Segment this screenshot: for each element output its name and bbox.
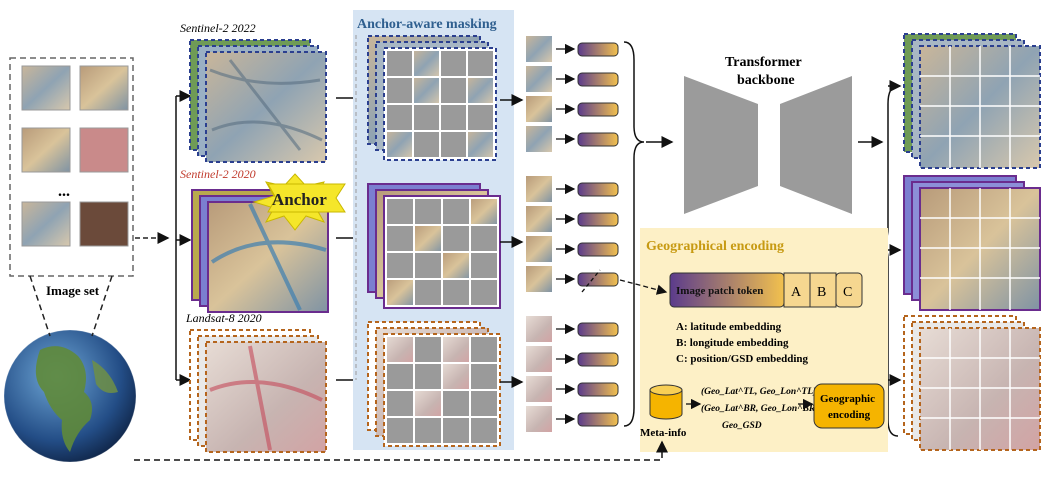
sentinel-2022-label: Sentinel-2 2022 (180, 21, 256, 35)
output-2022 (903, 33, 1041, 169)
token-b-label: B (817, 285, 826, 300)
earth-globe-icon (3, 329, 137, 463)
token-a-label: A (791, 285, 802, 300)
output-landsat (903, 315, 1041, 451)
anchor-label: Anchor (272, 190, 327, 209)
geographic-encoding-box (813, 383, 885, 429)
image-patch-token-label: Image patch token (676, 285, 763, 297)
geo-encoding-title: Geographical encoding (646, 239, 784, 254)
anchor-masking-title: Anchor-aware masking (357, 17, 497, 32)
legend-a: A: latitude embedding (676, 321, 782, 333)
database-cylinder-icon (649, 384, 683, 420)
transformer-label-line1: Transformer (725, 55, 802, 70)
anchor-star-icon (252, 173, 346, 231)
geographic-encoding-line1: Geographic (820, 393, 875, 405)
patch-column (526, 36, 552, 432)
masked-grid-2020 (367, 183, 501, 309)
image-set-thumbnails (21, 65, 129, 247)
image-set-ellipsis: ... (58, 183, 70, 200)
image-patch-token-bar (669, 272, 863, 308)
masked-grid-2022 (367, 35, 497, 161)
token-brace (623, 41, 645, 427)
token-c-label: C (843, 285, 852, 300)
token-column (556, 43, 576, 425)
geo-tuple-line3: Geo_GSD (722, 421, 762, 431)
geographic-encoding-line2: encoding (828, 409, 871, 421)
decoder-trapezoid (780, 76, 852, 214)
sentinel-2022-stack (189, 39, 327, 163)
landsat-2020-stack (189, 329, 327, 453)
transformer-label-line2: backbone (737, 73, 795, 88)
masked-grid-landsat (367, 321, 501, 447)
landsat-2020-label: Landsat-8 2020 (185, 311, 262, 325)
meta-info-label: Meta-info (640, 427, 687, 439)
geo-tuple-line2: (Geo_Lat^BR, Geo_Lon^BR) (701, 403, 818, 414)
image-set-label: Image set (46, 283, 100, 298)
patch-tokens (577, 42, 619, 427)
sentinel-2020-label: Sentinel-2 2020 (180, 167, 256, 181)
legend-b: B: longitude embedding (676, 337, 789, 349)
geo-tuple-line1: (Geo_Lat^TL, Geo_Lon^TL) (701, 386, 816, 397)
legend-c: C: position/GSD embedding (676, 353, 809, 365)
encoder-trapezoid (684, 76, 758, 214)
output-2020 (903, 175, 1041, 311)
